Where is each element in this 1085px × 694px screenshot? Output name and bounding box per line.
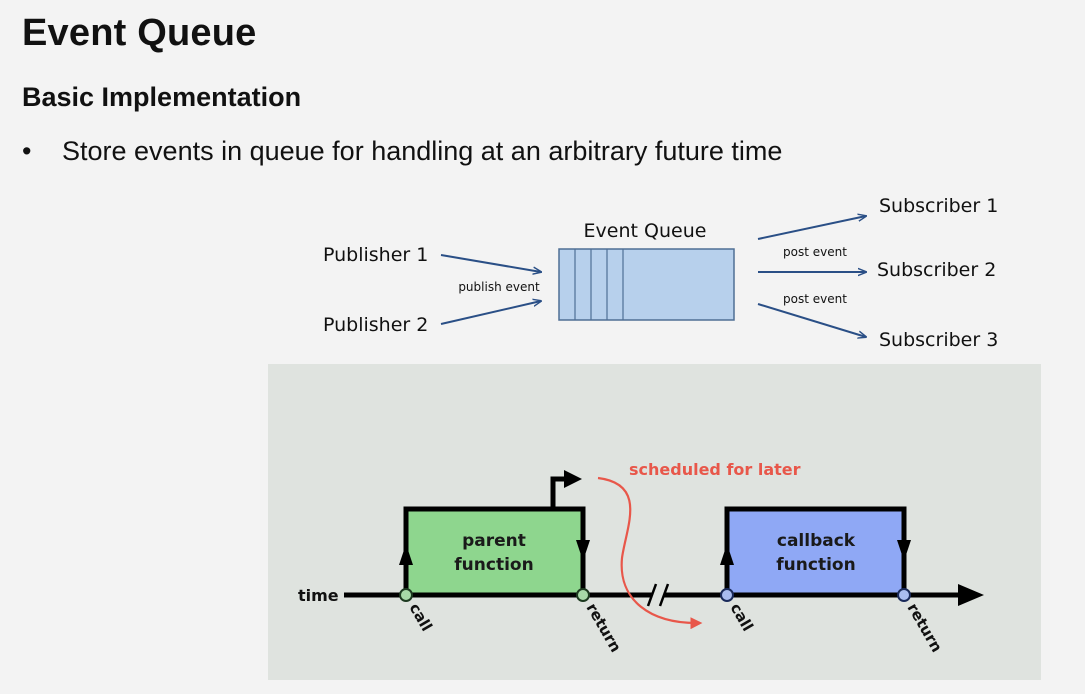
schedule-branch-line bbox=[550, 476, 567, 509]
axis-break-mark bbox=[646, 583, 658, 607]
return-node bbox=[897, 588, 911, 602]
callback-label-line2: function bbox=[776, 555, 855, 575]
subscriber-3-label: Subscriber 3 bbox=[879, 329, 998, 351]
event-queue-box bbox=[558, 248, 735, 321]
axis-break-gap bbox=[652, 586, 664, 604]
pubsub-diagram: Event Queue Publisher 1 Publisher 2 publ… bbox=[323, 195, 998, 351]
axis-break-mark bbox=[658, 583, 670, 607]
callback-function-box bbox=[724, 506, 907, 598]
slide-title: Event Queue bbox=[22, 12, 257, 54]
parent-label-line2: function bbox=[454, 555, 533, 575]
publish-arrow-2 bbox=[440, 301, 541, 325]
subscriber-1-label: Subscriber 1 bbox=[879, 195, 998, 217]
bullet-text: Store events in queue for handling at an… bbox=[62, 136, 783, 166]
return-down-arrow-icon bbox=[576, 540, 590, 561]
call-node bbox=[399, 588, 413, 602]
call-up-arrow-icon bbox=[720, 544, 734, 565]
post-arrow-3 bbox=[757, 303, 866, 337]
scheduled-label: scheduled for later bbox=[629, 460, 801, 479]
return-down-arrow-icon bbox=[897, 540, 911, 561]
call-up-arrow-icon bbox=[399, 544, 413, 565]
publisher-1-label: Publisher 1 bbox=[323, 244, 428, 266]
return-node bbox=[576, 588, 590, 602]
queue-label: Event Queue bbox=[584, 220, 707, 242]
callback-label-line1: callback bbox=[777, 531, 856, 551]
scheduled-curve-arrow bbox=[597, 476, 703, 630]
post-arrow-1 bbox=[757, 216, 866, 240]
publisher-2-label: Publisher 2 bbox=[323, 314, 428, 336]
bullet-item: • Store events in queue for handling at … bbox=[22, 136, 782, 167]
post-event-label-2: post event bbox=[783, 292, 847, 306]
time-axis-label: time bbox=[298, 586, 339, 605]
timeline-diagram: parent function callback function time s… bbox=[268, 364, 1041, 680]
parent-label-line1: parent bbox=[462, 531, 526, 551]
parent-function-box bbox=[403, 506, 586, 598]
bullet-dot: • bbox=[22, 136, 32, 166]
schedule-branch-arrow-icon bbox=[564, 470, 582, 488]
subscriber-2-label: Subscriber 2 bbox=[877, 259, 996, 281]
time-axis-arrow-icon bbox=[958, 584, 984, 606]
slide-subtitle: Basic Implementation bbox=[22, 82, 302, 112]
publish-arrow-1 bbox=[440, 254, 541, 272]
timeline-panel bbox=[268, 364, 1041, 680]
publish-event-label: publish event bbox=[458, 280, 540, 294]
post-event-label-1: post event bbox=[783, 245, 847, 259]
call-node bbox=[720, 588, 734, 602]
